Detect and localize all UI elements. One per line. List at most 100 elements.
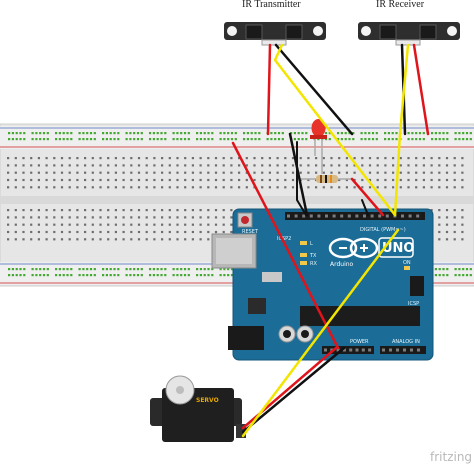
- breadboard-hole: [37, 186, 40, 189]
- breadboard-hole: [78, 268, 81, 271]
- breadboard-hole: [22, 171, 25, 174]
- breadboard-hole: [89, 274, 93, 277]
- breadboard-hole: [219, 132, 222, 135]
- breadboard-hole: [37, 157, 40, 160]
- breadboard-hole: [199, 157, 202, 160]
- breadboard-hole: [107, 216, 110, 219]
- breadboard-hole: [407, 178, 410, 182]
- breadboard-hole: [462, 132, 465, 135]
- breadboard-hole: [58, 138, 61, 141]
- led-tx-label: TX: [309, 253, 317, 259]
- breadboard-hole: [411, 138, 414, 141]
- breadboard-hole: [46, 274, 49, 277]
- breadboard-hole: [180, 138, 183, 141]
- breadboard-hole: [99, 164, 102, 167]
- breadboard-hole: [438, 132, 441, 135]
- breadboard-hole: [168, 209, 171, 212]
- breadboard-hole: [133, 138, 136, 141]
- breadboard-hole: [76, 178, 79, 182]
- arduino-logo: [328, 237, 379, 259]
- breadboard-hole: [89, 268, 93, 271]
- breadboard-hole: [458, 132, 461, 135]
- breadboard-hole: [22, 178, 25, 182]
- breadboard-hole: [22, 157, 25, 160]
- breadboard-hole: [207, 268, 210, 271]
- led: [310, 119, 327, 174]
- breadboard-hole: [245, 171, 248, 174]
- ir-receiver-body: [358, 22, 460, 40]
- breadboard-hole: [99, 216, 102, 219]
- breadboard-hole: [60, 209, 64, 212]
- breadboard-hole: [161, 209, 164, 212]
- breadboard-hole: [371, 132, 375, 135]
- breadboard-hole: [168, 171, 171, 174]
- breadboard-hole: [136, 274, 140, 277]
- breadboard-hole: [407, 164, 410, 167]
- breadboard-hole: [114, 186, 117, 189]
- breadboard-hole: [45, 178, 48, 182]
- breadboard-hole: [122, 178, 125, 182]
- breadboard-hole: [168, 223, 171, 226]
- breadboard-hole: [344, 132, 347, 135]
- breadboard-hole: [431, 138, 434, 141]
- breadboard-hole: [453, 223, 456, 226]
- breadboard-hole: [461, 216, 464, 219]
- breadboard-hole: [222, 216, 225, 219]
- breadboard-hole: [392, 164, 395, 167]
- breadboard-hole: [227, 138, 230, 141]
- breadboard-hole: [113, 132, 116, 135]
- breadboard-hole: [45, 186, 48, 189]
- header-pin: [408, 214, 412, 218]
- breadboard-hole: [55, 274, 58, 277]
- breadboard-hole: [22, 164, 25, 167]
- breadboard-hole: [418, 138, 422, 141]
- breadboard-hole: [45, 230, 48, 234]
- breadboard-hole: [266, 138, 269, 141]
- breadboard-hole: [442, 274, 445, 277]
- servo-connector: [236, 424, 246, 438]
- breadboard-hole: [153, 238, 156, 241]
- breadboard-hole: [291, 186, 295, 189]
- breadboard-hole: [117, 274, 120, 277]
- top-power-rail: [0, 126, 474, 149]
- led-rx: [300, 261, 307, 265]
- breadboard-hole: [107, 209, 110, 212]
- breadboard-hole: [207, 230, 210, 234]
- breadboard-hole: [31, 274, 34, 277]
- breadboard-hole: [130, 186, 133, 189]
- breadboard-hole: [376, 164, 379, 167]
- breadboard-hole: [168, 157, 171, 160]
- breadboard-hole: [418, 132, 422, 135]
- breadboard-hole: [384, 164, 387, 167]
- breadboard-hole: [42, 138, 46, 141]
- breadboard-hole: [107, 178, 110, 182]
- header-pin: [382, 348, 385, 352]
- breadboard-hole: [129, 268, 132, 271]
- breadboard-hole: [453, 216, 456, 219]
- breadboard-hole: [253, 157, 256, 160]
- breadboard-hole: [376, 171, 379, 174]
- breadboard-hole: [284, 186, 287, 189]
- breadboard-hole: [22, 230, 25, 234]
- breadboard-hole: [230, 138, 234, 141]
- breadboard-hole: [125, 138, 128, 141]
- breadboard-hole: [55, 268, 58, 271]
- breadboard-hole: [219, 138, 222, 141]
- breadboard-hole: [461, 186, 464, 189]
- breadboard-hole: [384, 132, 387, 135]
- ir-receiver-label: IR Receiver: [376, 0, 425, 10]
- breadboard-hole: [137, 186, 141, 189]
- breadboard-hole: [93, 138, 96, 141]
- breadboard-hole: [407, 157, 410, 160]
- breadboard-hole: [53, 216, 56, 219]
- breadboard-hole: [31, 268, 34, 271]
- breadboard-hole: [246, 132, 249, 135]
- breadboard-hole: [152, 138, 155, 141]
- breadboard-hole: [338, 164, 341, 167]
- reset-button-cap[interactable]: [241, 216, 249, 224]
- breadboard-hole: [107, 157, 110, 160]
- breadboard-hole: [299, 164, 302, 167]
- breadboard-hole: [469, 132, 472, 135]
- breadboard-hole: [149, 132, 152, 135]
- breadboard-hole: [184, 164, 187, 167]
